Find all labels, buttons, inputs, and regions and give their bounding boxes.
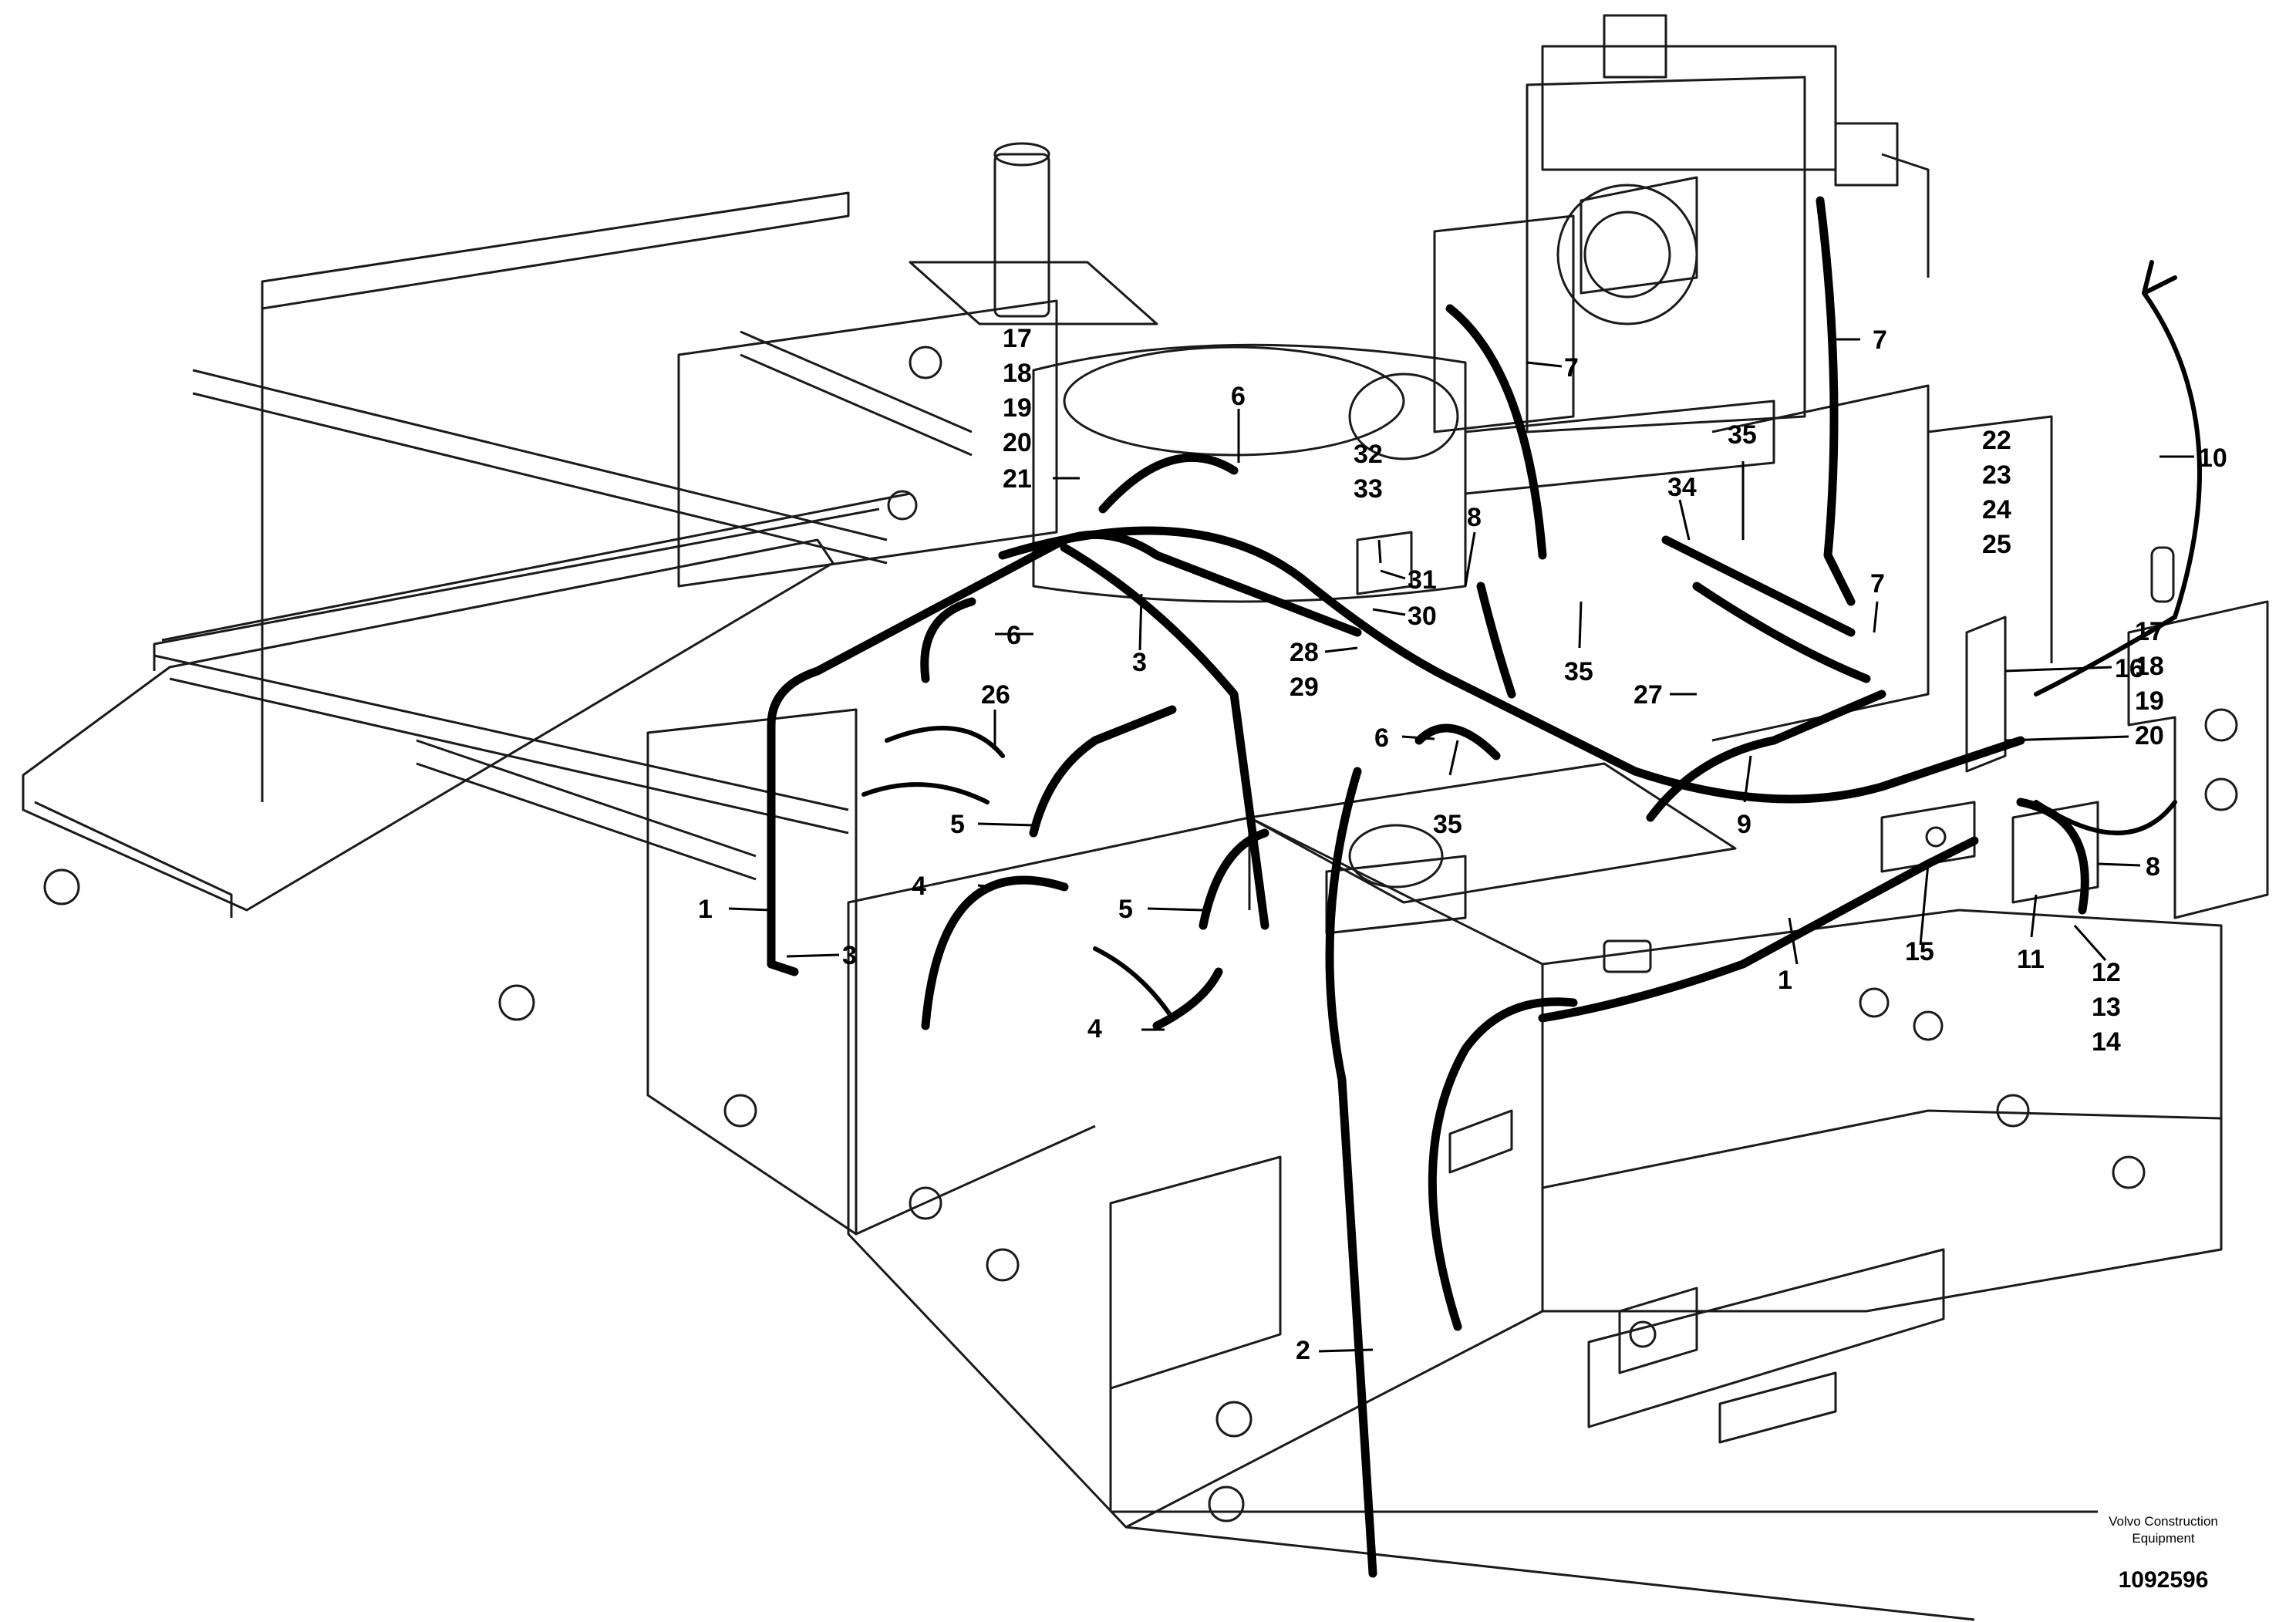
callout-18: 18: [1003, 359, 1032, 388]
machine-frame: [22, 14, 2269, 1621]
callout-2: 2: [1296, 1336, 1310, 1365]
callout-4: 4: [912, 872, 926, 901]
callout-7: 7: [1870, 569, 1885, 599]
document-number: 1092596: [2119, 1567, 2209, 1593]
callout-3: 3: [842, 941, 857, 970]
callout-23: 23: [1982, 460, 2011, 490]
footer: Volvo Construction Equipment 1092596: [2109, 1514, 2218, 1593]
callout-28: 28: [1290, 638, 1319, 667]
callout-6: 6: [1006, 621, 1021, 650]
callout-17: 17: [2135, 617, 2164, 646]
callout-30: 30: [1408, 602, 1437, 631]
callout-5: 5: [950, 810, 965, 839]
brand-line-1: Volvo Construction: [2109, 1514, 2218, 1529]
callout-31: 31: [1408, 565, 1437, 595]
callout-14: 14: [2092, 1027, 2121, 1057]
callout-19: 19: [2135, 686, 2164, 716]
callout-5: 5: [1118, 895, 1133, 924]
callout-33: 33: [1354, 474, 1383, 504]
callout-19: 19: [1003, 393, 1032, 423]
callout-16: 16: [2115, 654, 2144, 683]
callout-32: 32: [1354, 440, 1383, 469]
callout-13: 13: [2092, 993, 2121, 1022]
callout-20: 20: [2135, 721, 2164, 750]
callout-labels: 1 1 2 3 3 4 4 5 5 6 6 6 7 7 7 8 8 9 10 1…: [698, 324, 2227, 1365]
callout-12: 12: [2092, 958, 2121, 987]
callout-3: 3: [1132, 648, 1147, 677]
callout-18: 18: [2135, 652, 2164, 681]
callout-8: 8: [2146, 852, 2160, 882]
callout-11: 11: [2017, 945, 2045, 974]
callout-20: 20: [1003, 428, 1032, 457]
callout-35: 35: [1728, 420, 1757, 450]
callout-17: 17: [1003, 324, 1032, 353]
callout-15: 15: [1905, 937, 1934, 966]
callout-35: 35: [1433, 810, 1462, 839]
callout-21: 21: [1003, 464, 1032, 494]
callout-29: 29: [1290, 673, 1319, 702]
callout-1: 1: [698, 895, 713, 924]
callout-7: 7: [1873, 325, 1887, 355]
callout-7: 7: [1564, 353, 1579, 383]
callout-6: 6: [1231, 382, 1246, 411]
callout-1: 1: [1778, 966, 1792, 995]
leader-lines: [728, 338, 2194, 1353]
callout-6: 6: [1374, 723, 1389, 753]
callout-24: 24: [1982, 495, 2011, 524]
callout-35: 35: [1564, 657, 1593, 686]
callout-25: 25: [1982, 530, 2011, 559]
callout-34: 34: [1667, 473, 1697, 502]
callout-9: 9: [1737, 810, 1752, 839]
callout-10: 10: [2198, 443, 2227, 473]
wiring-harnesses: [767, 196, 2202, 1578]
callout-22: 22: [1982, 426, 2011, 455]
callout-8: 8: [1467, 503, 1482, 532]
brand-line-2: Equipment: [2132, 1531, 2195, 1546]
callout-26: 26: [981, 680, 1010, 710]
callout-27: 27: [1633, 680, 1663, 710]
callout-4: 4: [1087, 1014, 1102, 1044]
